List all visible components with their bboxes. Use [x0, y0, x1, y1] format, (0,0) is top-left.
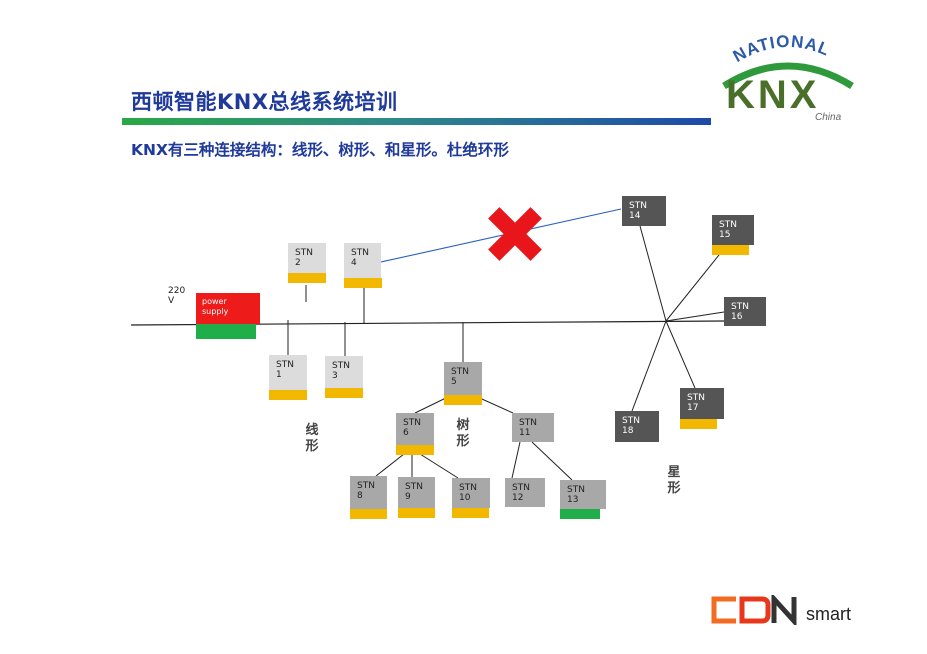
node-label: STN 13 — [567, 485, 585, 505]
node-stn11: STN 11 — [512, 413, 554, 442]
node-label: STN 2 — [295, 248, 313, 268]
node-label: STN 14 — [629, 201, 647, 221]
node-foot — [396, 445, 434, 455]
caption-star: 星 形 — [667, 465, 681, 496]
node-stn15: STN 15 — [712, 215, 754, 255]
forbidden-x-icon — [488, 207, 542, 261]
link-11-13 — [531, 441, 573, 481]
star-15 — [665, 244, 728, 322]
node-label: STN 1 — [276, 360, 294, 380]
page-title: 西顿智能KNX总线系统培训 — [131, 90, 398, 114]
node-stn18: STN 18 — [615, 411, 659, 442]
node-foot — [444, 395, 482, 405]
caption-tree: 树 形 — [456, 418, 470, 449]
link-6-10 — [419, 453, 459, 479]
node-stn13: STN 13 — [560, 480, 606, 519]
title-underline — [122, 118, 711, 125]
power-supply-box: power supply — [196, 293, 260, 324]
node-stn2: STN 2 — [288, 243, 326, 283]
node-label: STN 15 — [719, 220, 737, 240]
power-supply-foot — [196, 324, 256, 339]
node-stn10: STN 10 — [452, 478, 490, 518]
node-label: STN 8 — [357, 481, 375, 501]
caption-line: 线 形 — [305, 423, 319, 454]
link-11-12 — [511, 441, 521, 479]
node-label: STN 9 — [405, 482, 423, 502]
node-stn14: STN 14 — [622, 196, 666, 226]
node-label: STN 5 — [451, 367, 469, 387]
node-foot — [712, 245, 749, 255]
logo-knx-text: KNX — [726, 73, 819, 117]
cdn-smart-logo: smart — [711, 595, 851, 625]
node-foot — [344, 278, 382, 288]
node-stn1: STN 1 — [269, 355, 307, 400]
logo-china-text: China — [815, 112, 842, 123]
forbidden-ring-link — [380, 208, 622, 263]
node-label: STN 18 — [622, 416, 640, 436]
node-foot — [288, 273, 326, 283]
knx-national-logo: NATIONAL KNX China — [722, 32, 854, 123]
node-label: STN 4 — [351, 248, 369, 268]
star-16 — [665, 311, 725, 322]
star-14 — [639, 225, 667, 322]
node-stn16: STN 16 — [724, 297, 766, 326]
node-foot — [325, 388, 363, 398]
node-label: STN 10 — [459, 483, 477, 503]
node-label: STN 16 — [731, 302, 749, 322]
node-foot — [560, 509, 600, 519]
node-label: STN 12 — [512, 483, 530, 503]
node-label: STN 11 — [519, 418, 537, 438]
star-18 — [631, 320, 667, 412]
node-stn9: STN 9 — [398, 477, 435, 518]
node-stn6: STN 6 — [396, 413, 434, 455]
node-foot — [269, 390, 307, 400]
star-17 — [665, 320, 696, 389]
node-stn17: STN 17 — [680, 388, 724, 429]
node-stn3: STN 3 — [325, 356, 363, 398]
node-label: STN 3 — [332, 361, 350, 381]
node-stn8: STN 8 — [350, 476, 387, 519]
node-label: STN 6 — [403, 418, 421, 438]
voltage-label: 220 V — [168, 286, 186, 306]
node-foot — [452, 508, 489, 518]
node-foot — [680, 419, 717, 429]
node-stn12: STN 12 — [505, 478, 545, 507]
node-label: STN 17 — [687, 393, 705, 413]
node-foot — [398, 508, 435, 518]
node-stn4: STN 4 — [344, 243, 382, 288]
brand-suffix: smart — [806, 604, 851, 624]
page-subtitle: KNX有三种连接结构：线形、树形、和星形。杜绝环形 — [131, 141, 509, 159]
node-foot — [350, 509, 387, 519]
node-stn5: STN 5 — [444, 362, 482, 405]
link-6-8 — [375, 453, 405, 477]
